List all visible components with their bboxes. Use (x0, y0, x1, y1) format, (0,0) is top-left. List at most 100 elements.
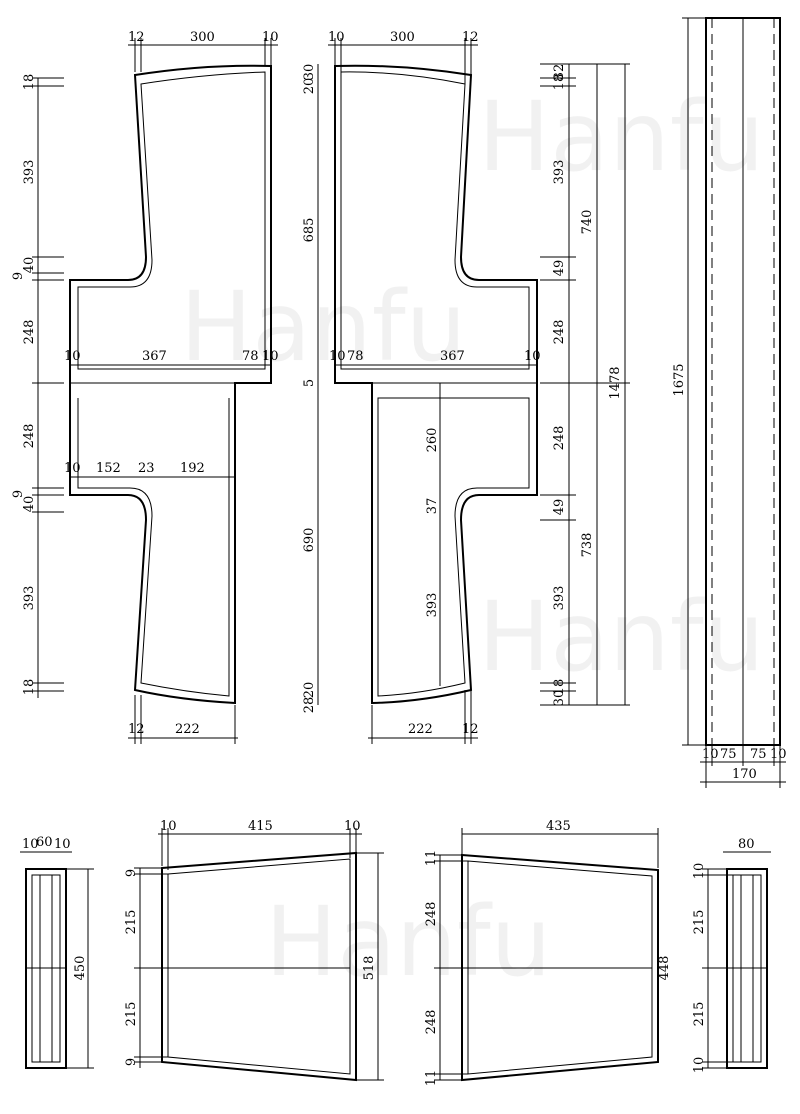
dim-label: 690 (302, 528, 317, 553)
dim-label: 10 (160, 819, 177, 834)
dim-label: 393 (552, 586, 567, 611)
dim-label: 10 (262, 30, 279, 45)
long-strip-piece: 1675 10 75 75 10 170 (672, 17, 787, 788)
right-trapezoid-piece: 435 11 248 248 11 448 (424, 819, 672, 1086)
left-body-outline (69, 64, 272, 705)
dim-label: 12 (128, 722, 145, 737)
dim-label: 10 (22, 837, 39, 852)
dim-label: 20 (302, 682, 317, 699)
dim-label: 12 (128, 30, 145, 45)
dim-label: 12 (462, 722, 479, 737)
trap-left-inner (167, 858, 351, 1075)
dim-label: 740 (580, 210, 595, 235)
dim-label: 30 (552, 690, 567, 707)
dim-label: 10 (702, 747, 719, 762)
dim-label: 11 (424, 850, 439, 867)
dim-label: 18 (22, 679, 37, 696)
dim-label: 10 (770, 747, 787, 762)
dim-label: 9 (124, 869, 139, 877)
dim-label: 10 (692, 863, 707, 880)
dim-label: 23 (138, 461, 155, 476)
dim-label: 20 (302, 78, 317, 95)
left-body-inner-outline (77, 71, 266, 370)
watermark: Hanfu (180, 271, 467, 383)
dim-label: 215 (124, 910, 139, 935)
dim-label: 9 (11, 490, 26, 498)
small-right-piece: 80 10 215 215 10 (692, 837, 771, 1073)
dim-label: 75 (720, 747, 737, 762)
dim-label: 37 (425, 498, 440, 515)
dim-label: 10 (328, 30, 345, 45)
dim-label: 40 (22, 496, 37, 513)
dim-label: 260 (425, 428, 440, 453)
dim-label: 80 (738, 837, 755, 852)
dim-label: 248 (424, 1010, 439, 1035)
dim-label: 222 (408, 722, 433, 737)
dim-label: 248 (552, 426, 567, 451)
dim-label: 215 (124, 1002, 139, 1027)
dim-label: 49 (552, 260, 567, 277)
dim-label: 12 (462, 30, 479, 45)
left-body-inner-outline-lower (77, 398, 230, 697)
dim-label: 170 (732, 767, 757, 782)
dim-label: 10 (692, 1057, 707, 1074)
dim-label: 248 (424, 902, 439, 927)
dim-label: 10 (344, 819, 361, 834)
dim-label: 248 (552, 320, 567, 345)
dim-label: 738 (580, 533, 595, 558)
dim-label: 9 (124, 1058, 139, 1066)
dim-label: 393 (425, 593, 440, 618)
watermark: Hanfu (478, 81, 765, 193)
small-left-piece: 10 60 10 450 (20, 835, 94, 1069)
dim-label: 518 (362, 956, 377, 981)
watermarks: Hanfu Hanfu Hanfu Hanfu (180, 81, 765, 998)
dim-label: 300 (190, 30, 215, 45)
trap-right-outline (461, 853, 659, 1082)
dim-label: 10 (54, 837, 71, 852)
dim-label: 393 (22, 160, 37, 185)
right-body-inner-outline (340, 71, 530, 370)
dim-label: 10 (64, 349, 81, 364)
dim-label: 10 (64, 461, 81, 476)
dim-label: 5 (302, 379, 317, 387)
dim-label: 1675 (672, 363, 687, 396)
watermark: Hanfu (265, 886, 552, 998)
dim-label: 18 (552, 679, 567, 696)
dim-label: 40 (22, 257, 37, 274)
trap-right-inner (467, 860, 653, 1075)
dim-label: 222 (175, 722, 200, 737)
dim-label: 10 (329, 349, 346, 364)
dim-label: 152 (96, 461, 121, 476)
dim-label: 10 (262, 349, 279, 364)
dim-label: 60 (36, 835, 53, 850)
dim-label: 75 (750, 747, 767, 762)
dim-label: 18 (552, 74, 567, 91)
right-body-outline (334, 64, 538, 705)
dim-label: 448 (657, 956, 672, 981)
watermark: Hanfu (478, 581, 765, 693)
dim-label: 28 (302, 697, 317, 714)
dim-label: 435 (546, 819, 571, 834)
right-ticks (540, 63, 630, 706)
dim-label: 450 (73, 956, 88, 981)
dim-label: 685 (302, 218, 317, 243)
dim-label: 367 (440, 349, 465, 364)
dim-label: 11 (424, 1070, 439, 1087)
dim-label: 30 (302, 64, 317, 81)
dim-label: 32 (552, 64, 567, 81)
dim-label: 18 (22, 74, 37, 91)
dim-label: 367 (142, 349, 167, 364)
right-body-piece: 10 300 12 30 20 685 5 690 20 28 10 78 36… (302, 30, 630, 744)
dim-label: 78 (347, 349, 364, 364)
dim-label: 248 (22, 424, 37, 449)
dim-label: 215 (692, 1002, 707, 1027)
dim-label: 393 (552, 160, 567, 185)
dim-label: 393 (22, 586, 37, 611)
dim-label: 10 (524, 349, 541, 364)
dim-label: 192 (180, 461, 205, 476)
dim-label: 215 (692, 910, 707, 935)
dim-label: 1478 (608, 366, 623, 399)
dim-label: 248 (22, 320, 37, 345)
right-body-inner-outline-lower (377, 397, 530, 697)
